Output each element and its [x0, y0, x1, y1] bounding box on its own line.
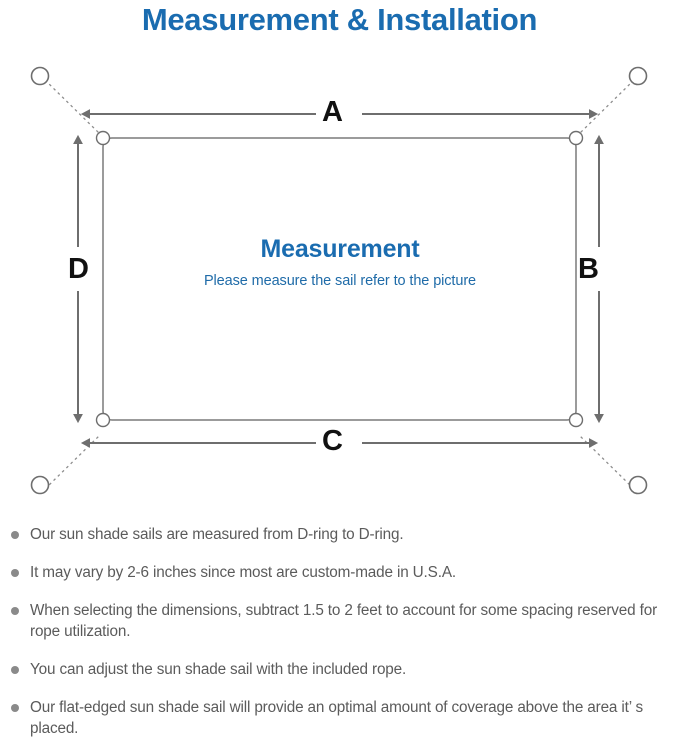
d-ring-bottom-left	[95, 412, 111, 428]
rope-line-top-right	[578, 79, 635, 135]
dimension-label-c: C	[322, 425, 343, 457]
d-rings	[95, 130, 584, 428]
list-item: Our sun shade sails are measured from D-…	[0, 524, 679, 545]
dimension-label-b: B	[578, 253, 599, 285]
list-item: You can adjust the sun shade sail with t…	[0, 659, 679, 680]
anchor-points	[30, 66, 648, 495]
notes-list: Our sun shade sails are measured from D-…	[0, 524, 679, 739]
list-item: When selecting the dimensions, subtract …	[0, 600, 679, 642]
anchor-point-top-left	[30, 66, 50, 86]
rope-line-bottom-right	[578, 434, 635, 490]
list-item-text: When selecting the dimensions, subtract …	[30, 602, 658, 640]
sail-rectangle	[102, 137, 577, 421]
page-title: Measurement & Installation	[141, 2, 538, 37]
d-ring-bottom-right	[568, 412, 584, 428]
d-ring-top-left	[95, 130, 111, 146]
list-item-text: You can adjust the sun shade sail with t…	[30, 661, 407, 678]
measurement-diagram: Measurement Please measure the sail refe…	[0, 48, 679, 516]
bullet-dot-icon	[11, 569, 19, 577]
anchor-point-top-right	[628, 66, 648, 86]
list-item-text: Our sun shade sails are measured from D-…	[30, 526, 404, 543]
d-ring-top-right	[568, 130, 584, 146]
bullet-dot-icon	[11, 704, 19, 712]
diagram-canvas	[30, 66, 648, 495]
bullet-dot-icon	[11, 531, 19, 539]
rope-lines	[44, 79, 635, 490]
list-item-text: Our flat-edged sun shade sail will provi…	[30, 699, 644, 737]
rope-line-top-left	[44, 79, 101, 135]
anchor-point-bottom-left	[30, 475, 50, 495]
bullet-dot-icon	[11, 607, 19, 615]
list-item: It may vary by 2-6 inches since most are…	[0, 562, 679, 583]
dimension-label-d: D	[68, 253, 89, 285]
bullet-dot-icon	[11, 666, 19, 674]
dimension-label-a: A	[322, 96, 343, 128]
rope-line-bottom-left	[44, 434, 101, 490]
list-item-text: It may vary by 2-6 inches since most are…	[30, 564, 456, 581]
anchor-point-bottom-right	[628, 475, 648, 495]
list-item: Our flat-edged sun shade sail will provi…	[0, 697, 679, 739]
